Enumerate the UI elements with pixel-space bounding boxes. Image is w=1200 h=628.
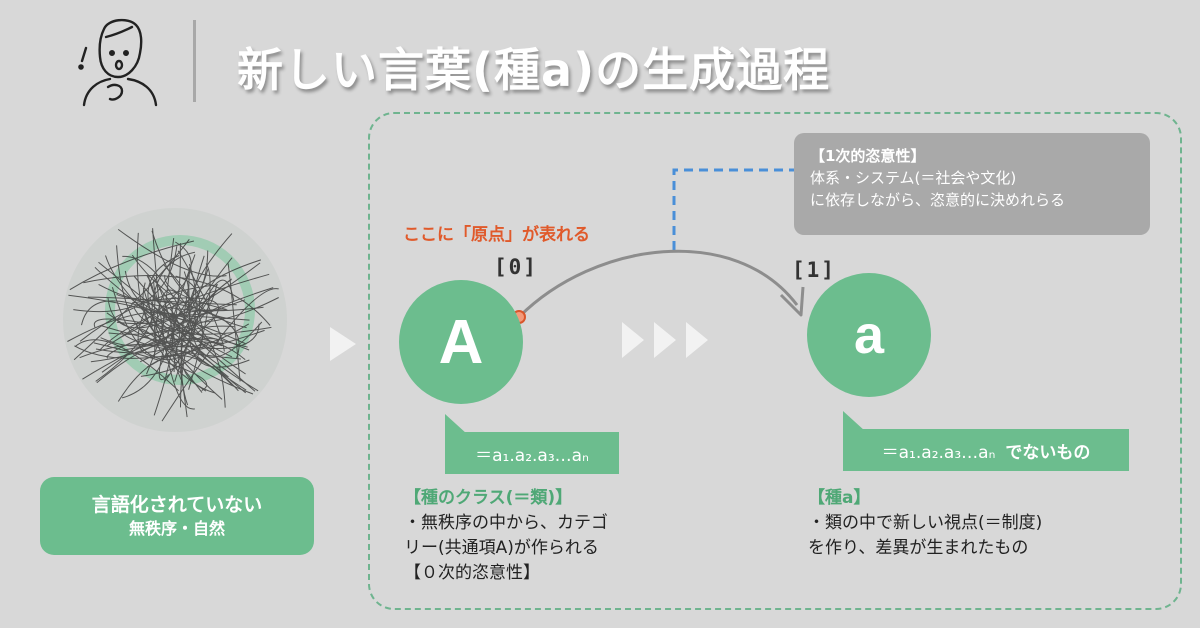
triple-chevron-icon <box>622 322 708 358</box>
species-heading: 【種a】 <box>808 488 871 508</box>
origin-note: ここに「原点」が表れる <box>403 225 590 245</box>
unlabeled-nature-box: 言語化されていない 無秩序・自然 <box>40 477 314 555</box>
tag-a-text: ＝a₁.a₂.a₃…aₙ <box>475 445 589 466</box>
tag-b-suffix: でないもの <box>1005 442 1091 463</box>
chevron-right-icon <box>330 327 356 361</box>
node-b: a <box>807 273 931 397</box>
bracket-0: [0] <box>494 255 538 279</box>
label-line-1: 言語化されていない <box>91 494 263 516</box>
class-description: 【種のクラス(＝類)】 ・無秩序の中から、カテゴ リー(共通項A)が作られる 【… <box>404 486 608 586</box>
title-divider <box>193 20 196 102</box>
tag-a: ＝a₁.a₂.a₃…aₙ <box>445 432 619 474</box>
tag-b: ＝a₁.a₂.a₃…aₙ でないもの <box>843 429 1129 471</box>
tag-b-pointer <box>843 411 865 431</box>
diagram-frame <box>368 112 1182 610</box>
species-line-2: を作り、差異が生まれたもの <box>808 538 1029 558</box>
callout-heading: 【1次的恣意性】 <box>810 147 926 165</box>
class-line-3: 【０次的恣意性】 <box>404 563 540 583</box>
tag-b-text: ＝a₁.a₂.a₃…aₙ <box>881 442 996 463</box>
page-title: 新しい言葉(種a)の生成過程 <box>237 43 831 97</box>
person-icon <box>78 18 158 107</box>
exclamation-icon <box>80 46 88 63</box>
callout-line-2: に依存しながら、恣意的に決めれらる <box>810 191 1066 209</box>
tag-a-pointer <box>445 414 467 434</box>
arbitrariness-callout: 【1次的恣意性】 体系・システム(＝社会や文化) に依存しながら、恣意的に決めれ… <box>794 133 1150 235</box>
class-line-1: ・無秩序の中から、カテゴ <box>404 513 608 533</box>
dashed-connector <box>672 168 796 250</box>
callout-line-1: 体系・システム(＝社会や文化) <box>810 169 1017 187</box>
species-description: 【種a】 ・類の中で新しい視点(＝制度) を作り、差異が生まれたもの <box>808 486 1042 561</box>
class-line-2: リー(共通項A)が作られる <box>404 538 599 558</box>
curved-arrow <box>512 249 805 324</box>
bracket-1: [1] <box>792 258 836 282</box>
node-a: A <box>399 280 523 404</box>
class-heading: 【種のクラス(＝類)】 <box>404 488 573 508</box>
label-line-2: 無秩序・自然 <box>128 519 225 538</box>
species-line-1: ・類の中で新しい視点(＝制度) <box>808 513 1043 533</box>
scribble-ball <box>63 208 287 432</box>
